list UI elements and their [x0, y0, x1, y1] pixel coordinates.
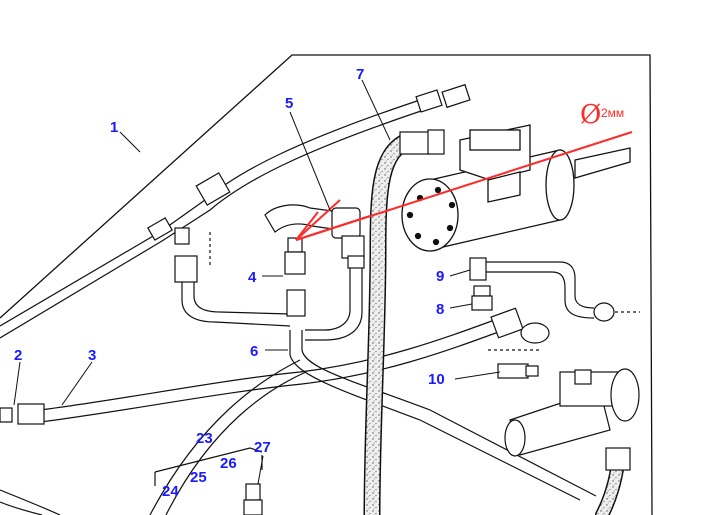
callout-7: 7	[356, 66, 364, 83]
pipe-9	[469, 257, 640, 322]
callout-27: 27	[254, 439, 271, 456]
red-annotation-lines	[295, 131, 633, 241]
elbow-fitting-5	[264, 204, 365, 269]
callout-24: 24	[162, 483, 179, 500]
callout-leaders	[13, 79, 501, 485]
callout-4: 4	[248, 269, 257, 286]
union-part-4	[284, 237, 306, 317]
callout-labels: 1 2 3 4 5 6 7 8 9 10 23 24 25 26 27	[14, 66, 445, 500]
fitting-part-8	[471, 285, 493, 311]
callout-9: 9	[436, 268, 444, 285]
flex-hose-lower-right	[595, 447, 631, 515]
diameter-symbol: Ø	[580, 100, 601, 130]
panel-frame	[0, 54, 653, 515]
tee-fitting-pipe-1	[147, 172, 231, 283]
pipe-3	[0, 307, 550, 425]
flex-hose-7	[363, 129, 445, 515]
callout-26: 26	[220, 455, 237, 472]
cylinder-assembly	[401, 124, 631, 252]
callout-1: 1	[110, 119, 118, 136]
callout-25: 25	[190, 469, 207, 486]
diameter-value-label: 2мм	[601, 106, 624, 120]
callout-23: 23	[196, 430, 213, 447]
pipe-crossing	[149, 359, 307, 515]
bracket-23-27	[0, 447, 263, 515]
callout-8: 8	[436, 301, 444, 318]
valve-part-10	[488, 349, 640, 457]
callout-2: 2	[14, 347, 22, 364]
callout-6: 6	[250, 343, 258, 360]
callout-5: 5	[285, 95, 293, 112]
pipe-1	[0, 83, 471, 339]
callout-3: 3	[88, 347, 96, 364]
callout-10: 10	[428, 371, 445, 388]
pipe-6	[289, 330, 597, 501]
return-loop-pipe	[181, 232, 363, 341]
